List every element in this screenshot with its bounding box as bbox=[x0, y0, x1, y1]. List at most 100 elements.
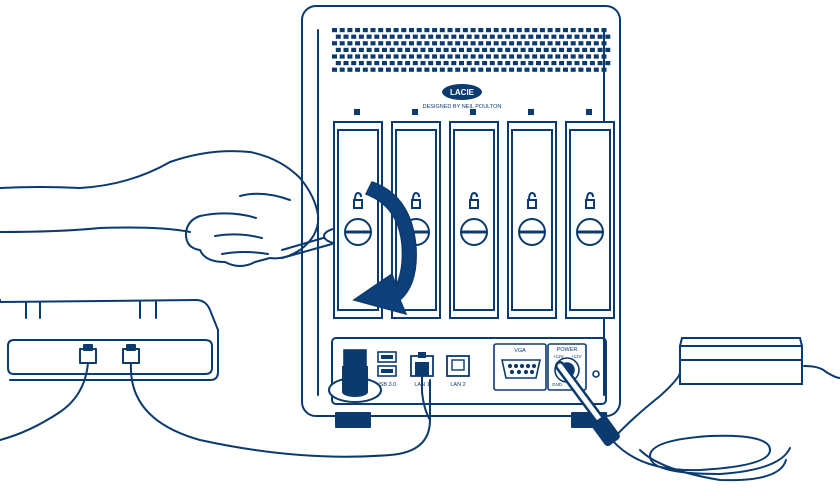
vent-hole bbox=[401, 28, 407, 33]
vent-hole bbox=[401, 54, 407, 59]
vent-hole bbox=[455, 41, 461, 46]
vent-hole bbox=[339, 67, 345, 72]
vent-hole bbox=[539, 41, 545, 46]
vent-hole bbox=[516, 28, 522, 33]
drive-bay-4[interactable] bbox=[507, 109, 557, 319]
vent-hole bbox=[412, 34, 418, 39]
vent-hole bbox=[447, 28, 453, 33]
router-port-2[interactable] bbox=[122, 344, 140, 364]
vent-hole bbox=[486, 41, 491, 46]
vent-hole bbox=[420, 47, 426, 52]
vent-hole bbox=[586, 67, 592, 72]
vent-hole bbox=[443, 47, 449, 52]
vent-hole bbox=[528, 61, 534, 66]
vent-hole bbox=[405, 47, 411, 52]
vent-hole bbox=[532, 41, 538, 46]
vent-hole bbox=[439, 28, 445, 33]
vent-hole bbox=[451, 47, 457, 52]
vent-hole bbox=[470, 67, 476, 72]
vent-hole bbox=[578, 54, 584, 59]
back-panel bbox=[331, 337, 607, 405]
vent-hole bbox=[589, 47, 595, 52]
vent-hole bbox=[505, 61, 511, 66]
vent-hole bbox=[516, 54, 522, 59]
power-plug[interactable] bbox=[555, 361, 620, 447]
vent-hole bbox=[439, 54, 445, 59]
vent-hole bbox=[524, 67, 530, 72]
vent-hole bbox=[512, 34, 518, 39]
vent-hole bbox=[505, 34, 511, 39]
ethernet-cable[interactable] bbox=[129, 362, 431, 458]
vent-hole bbox=[470, 28, 476, 33]
vent-hole bbox=[536, 34, 541, 39]
vent-hole bbox=[409, 28, 414, 33]
padlock-icon bbox=[527, 191, 537, 209]
power-adapter bbox=[679, 337, 803, 385]
drive-bay-5[interactable] bbox=[565, 109, 615, 319]
vent-hole bbox=[489, 34, 495, 39]
vent-hole bbox=[589, 61, 595, 66]
vent-hole bbox=[435, 47, 441, 52]
drive-bays bbox=[333, 109, 615, 319]
vent-hole bbox=[332, 41, 337, 46]
vent-hole bbox=[466, 61, 472, 66]
bay-led-icon bbox=[470, 109, 476, 115]
vent-hole bbox=[374, 61, 380, 66]
vent-hole bbox=[489, 47, 495, 52]
vent-hole bbox=[501, 67, 507, 72]
vent-hole bbox=[543, 61, 549, 66]
vent-hole bbox=[389, 34, 395, 39]
vent-hole bbox=[462, 41, 468, 46]
vent-hole bbox=[351, 47, 357, 52]
vent-hole bbox=[428, 61, 434, 66]
vent-hole bbox=[428, 34, 434, 39]
drive-bay-1[interactable] bbox=[333, 109, 383, 319]
vent-hole bbox=[524, 54, 530, 59]
vent-hole bbox=[378, 54, 384, 59]
vga-port[interactable] bbox=[493, 343, 547, 391]
router-port-1[interactable] bbox=[79, 344, 97, 364]
vent-hole bbox=[378, 67, 384, 72]
vent-hole bbox=[409, 41, 414, 46]
vent-hole bbox=[551, 61, 557, 66]
lan-2-port[interactable] bbox=[446, 355, 470, 377]
vent-hole bbox=[447, 67, 453, 72]
vent-hole bbox=[401, 41, 407, 46]
vent-grille bbox=[332, 28, 611, 72]
vent-hole bbox=[424, 41, 430, 46]
vent-hole bbox=[339, 54, 345, 59]
vent-hole bbox=[563, 28, 568, 33]
vent-hole bbox=[370, 41, 376, 46]
lan-1-port[interactable] bbox=[410, 352, 434, 377]
vent-hole bbox=[432, 41, 438, 46]
vent-hole bbox=[459, 34, 464, 39]
vent-hole bbox=[355, 67, 361, 72]
vent-hole bbox=[474, 34, 480, 39]
vent-hole bbox=[424, 67, 430, 72]
vent-hole bbox=[563, 41, 568, 46]
vent-hole bbox=[493, 41, 499, 46]
vent-hole bbox=[605, 61, 611, 66]
vent-hole bbox=[497, 34, 503, 39]
vent-hole bbox=[574, 34, 580, 39]
vent-hole bbox=[512, 47, 518, 52]
vent-hole bbox=[362, 67, 368, 72]
vent-hole bbox=[589, 34, 595, 39]
vent-hole bbox=[443, 61, 449, 66]
vent-hole bbox=[559, 47, 565, 52]
vent-hole bbox=[482, 47, 488, 52]
vent-hole bbox=[432, 28, 438, 33]
vent-hole bbox=[420, 61, 426, 66]
vent-hole bbox=[509, 67, 515, 72]
vent-hole bbox=[539, 54, 545, 59]
vent-hole bbox=[574, 47, 580, 52]
vent-hole bbox=[559, 61, 565, 66]
vent-hole bbox=[358, 47, 364, 52]
vent-hole bbox=[474, 47, 480, 52]
vent-hole bbox=[455, 54, 461, 59]
usb-label: USB 3.0 bbox=[376, 382, 396, 388]
vent-hole bbox=[497, 47, 503, 52]
vent-hole bbox=[605, 34, 611, 39]
vent-hole bbox=[593, 28, 599, 33]
drive-bay-3[interactable] bbox=[449, 109, 499, 319]
